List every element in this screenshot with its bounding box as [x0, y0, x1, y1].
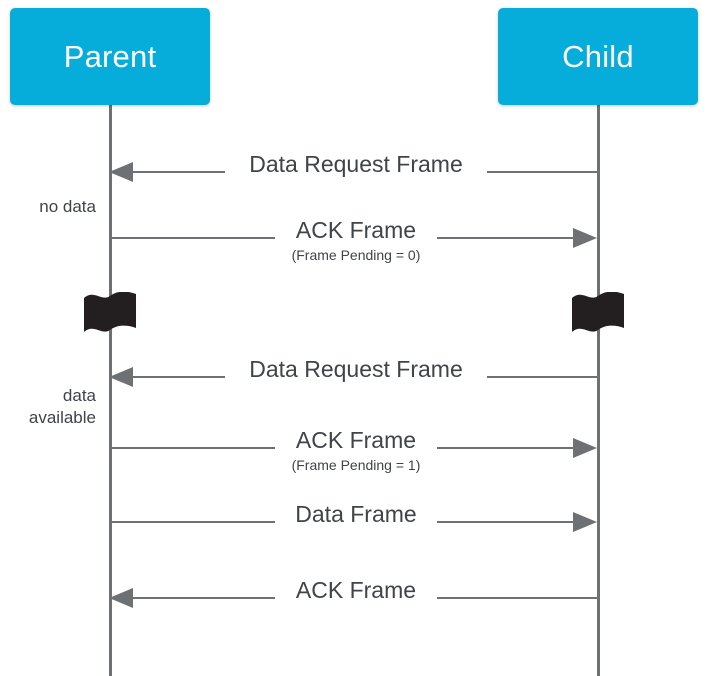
arrowhead-left-icon: [109, 162, 133, 182]
participant-child-label: Child: [562, 39, 634, 74]
break-symbol-parent-icon: [84, 292, 136, 332]
note-no-data: no data: [39, 197, 96, 216]
participant-parent[interactable]: Parent: [10, 8, 210, 105]
message-label: Data Request Frame: [249, 356, 463, 382]
arrowhead-left-icon: [109, 367, 133, 387]
arrowhead-right-icon: [573, 512, 597, 532]
arrowhead-right-icon: [573, 228, 597, 248]
break-symbol-child-icon: [572, 292, 624, 332]
arrowhead-right-icon: [573, 438, 597, 458]
participant-child[interactable]: Child: [498, 8, 698, 105]
message-arrow-line: [111, 597, 597, 599]
lifeline-child: [597, 100, 600, 676]
note-data-available: data available: [28, 386, 96, 427]
message-sublabel: (Frame Pending = 0): [291, 247, 421, 263]
lifeline-parent: [109, 100, 112, 676]
message-arrow-line: [109, 237, 575, 239]
arrowhead-left-icon: [109, 588, 133, 608]
participant-parent-label: Parent: [63, 39, 157, 74]
message-arrow-line: [109, 521, 575, 523]
message-label: ACK Frame: [295, 217, 417, 243]
message-label: Data Request Frame: [249, 151, 463, 177]
message-label: ACK Frame: [295, 427, 417, 453]
message-sublabel: (Frame Pending = 1): [291, 457, 421, 473]
message-arrow-line: [109, 447, 575, 449]
message-label: Data Frame: [295, 501, 417, 527]
message-label: ACK Frame: [295, 577, 417, 603]
